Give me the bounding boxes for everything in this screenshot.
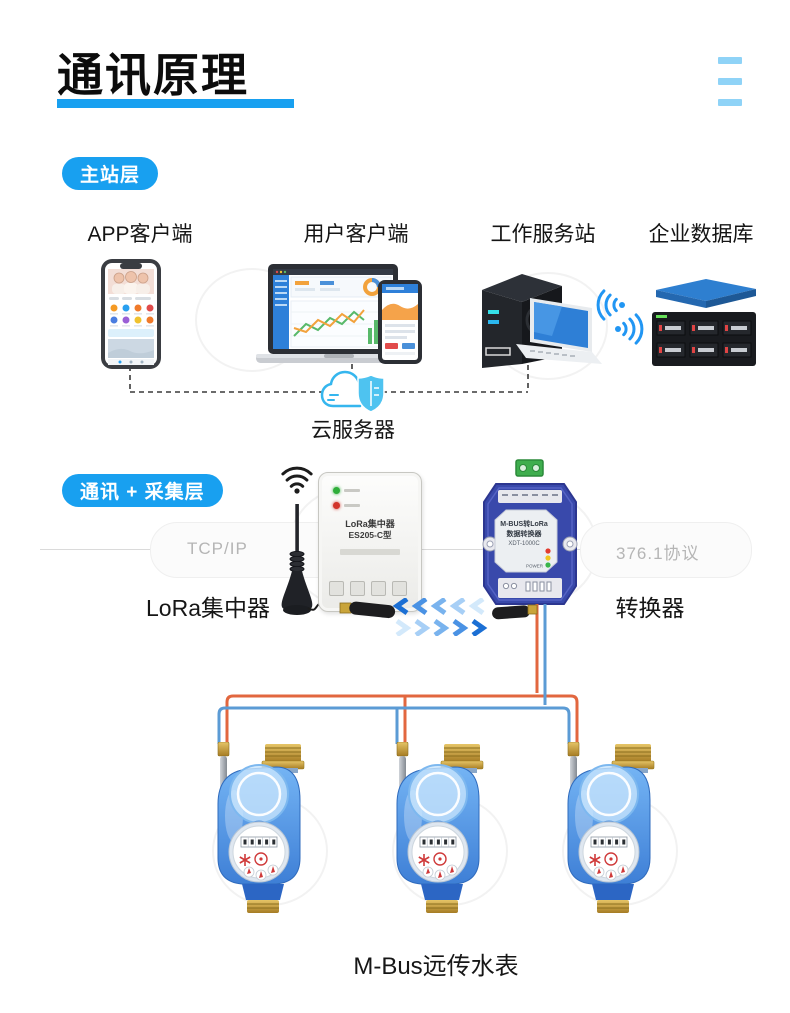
column-label-workstation: 工作服务站 xyxy=(490,223,596,246)
green-led xyxy=(333,487,340,494)
title-underline xyxy=(57,99,294,108)
companion-phone xyxy=(378,280,422,364)
protocol-label-376: 376.1协议 xyxy=(616,544,700,563)
wifi-signal-icon xyxy=(596,289,644,345)
converter-model-text: XDT-1000C xyxy=(508,541,540,547)
watermark-pill xyxy=(580,522,752,578)
power-label: POWER xyxy=(526,564,544,569)
led-label xyxy=(344,489,360,492)
converter-caption: 转换器 xyxy=(615,595,685,621)
menu-icon xyxy=(718,57,742,120)
signal-chevrons-icon xyxy=(392,598,488,636)
converter-model-text: M-BUS转LoRa xyxy=(500,519,548,528)
led-label xyxy=(344,504,360,507)
cloud-server-icon xyxy=(320,370,385,413)
stub-antenna-icon xyxy=(339,601,396,619)
protocol-label-tcpip: TCP/IP xyxy=(187,539,248,558)
device-model-text: ES205-C型 xyxy=(348,530,392,540)
page-title: 通讯原理 xyxy=(57,49,249,101)
device-ports xyxy=(329,581,411,596)
menu-bar xyxy=(718,78,742,85)
meters-caption: M-Bus远传水表 xyxy=(353,953,519,980)
water-meter-illustration xyxy=(387,742,497,917)
collection-layer-badge: 通讯 + 采集层 xyxy=(62,474,223,507)
device-label-bar xyxy=(340,549,400,555)
device-model-text: LoRa集中器 xyxy=(345,519,395,529)
converter-model-text: 数据转换器 xyxy=(507,529,543,538)
concentrator-antenna-illustration xyxy=(281,466,325,615)
concentrator-caption: LoRa集中器 xyxy=(146,595,270,621)
menu-bar xyxy=(718,99,742,106)
column-label-user-client: 用户客户端 xyxy=(303,223,409,246)
lora-concentrator-device: LoRa集中器 ES205-C型 xyxy=(318,472,422,612)
workstation-server-illustration xyxy=(482,274,602,368)
master-layer-badge: 主站层 xyxy=(62,157,159,190)
menu-bar xyxy=(718,57,742,64)
desktop-client-illustration xyxy=(256,264,422,364)
smartphone-illustration xyxy=(101,259,161,369)
wifi-icon xyxy=(281,466,313,488)
water-meter-illustration xyxy=(208,742,318,917)
cloud-server-label: 云服务器 xyxy=(311,419,395,442)
column-label-app-client: APP客户端 xyxy=(87,223,193,246)
column-label-database: 企业数据库 xyxy=(648,223,754,246)
converter-device: M-BUS转LoRa 数据转换器 XDT-1000C POWER xyxy=(482,459,578,623)
water-meter-illustration xyxy=(558,742,668,917)
database-server-illustration xyxy=(652,279,756,366)
red-led xyxy=(333,502,340,509)
